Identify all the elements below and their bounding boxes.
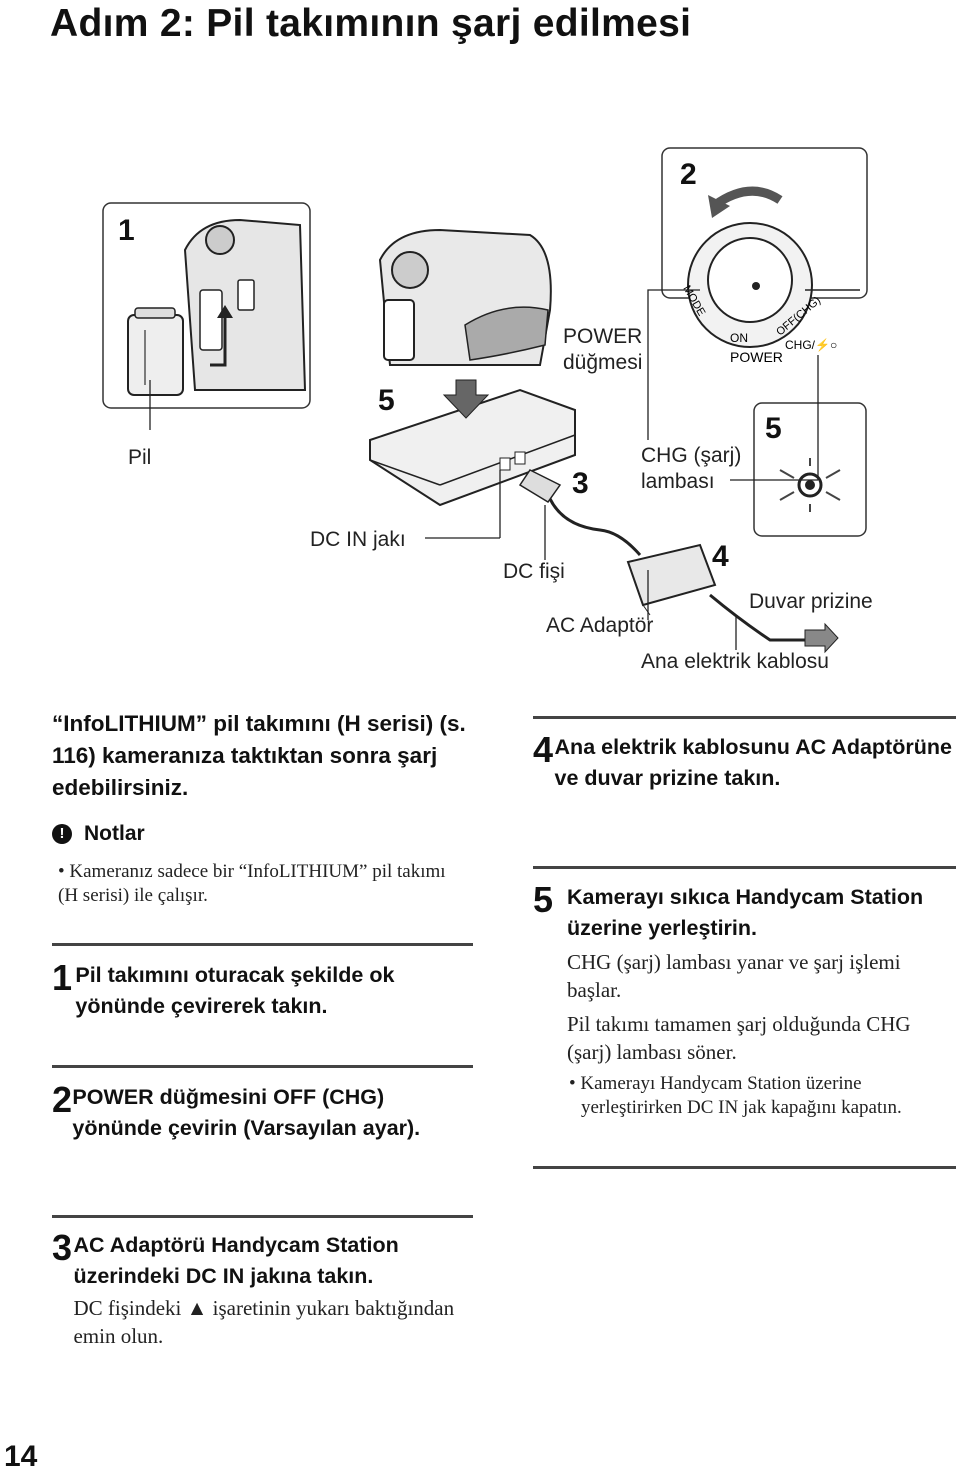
step-1-text: Pil takımını oturacak şekilde ok yönünde… (75, 963, 395, 1018)
step-5-text: Kamerayı sıkıca Handycam Station üzerine… (567, 885, 924, 940)
step-1-number: 1 (52, 957, 73, 998)
dial-on-text: ON (730, 331, 748, 345)
step-4-number: 4 (712, 540, 729, 573)
divider (533, 716, 956, 719)
power-dial-illustration (687, 186, 860, 348)
step-4-text-number: 4 (533, 729, 554, 770)
notes-heading: ! Notlar (52, 822, 145, 846)
notes-warning-icon: ! (52, 824, 72, 844)
chg-lamp-label-line2: lambası (641, 470, 715, 493)
dc-in-jack-label: DC IN jakı (310, 528, 406, 551)
step-3-text-number: 3 (52, 1227, 73, 1268)
divider (533, 1166, 956, 1169)
camera-side-illustration (183, 218, 307, 391)
step-5-detail-1: CHG (şarj) lambası yanar ve şarj işlemi … (567, 950, 901, 1002)
divider (52, 943, 473, 946)
panel-1-number: 1 (118, 214, 135, 247)
step-3-detail: DC fişindeki ▲ işaretinin yukarı baktığı… (73, 1296, 455, 1348)
power-button-label-line2: düğmesi (563, 351, 643, 374)
step-5-bullet: • Kamerayı Handycam Station üzerine yerl… (569, 1073, 902, 1118)
charging-diagram: MODE ON OFF(CHG) POWER CHG/⚡○ (102, 147, 868, 654)
battery-illustration (127, 307, 184, 396)
chg-lamp-label-line1: CHG (şarj) (641, 444, 742, 467)
battery-label: Pil (128, 446, 152, 469)
divider (52, 1065, 473, 1068)
camera-main-illustration (378, 228, 552, 366)
step-5-detail-2: Pil takımı tamamen şarj olduğunda CHG (ş… (567, 1012, 911, 1064)
dc-plug-label: DC fişi (503, 560, 565, 583)
step-2: 2 POWER düğmesini OFF (CHG) yönünde çevi… (52, 1080, 472, 1144)
step-2-number: 2 (52, 1079, 73, 1120)
divider (52, 1215, 473, 1218)
step-3-number: 3 (572, 467, 589, 500)
page-title: Adım 2: Pil takımının şarj edilmesi (50, 2, 692, 45)
step-3: 3 AC Adaptörü Handycam Station üzerindek… (52, 1228, 472, 1350)
wall-outlet-label: Duvar prizine (749, 590, 873, 613)
step-5-number: 5 (378, 384, 395, 417)
step-5-text-number: 5 (533, 879, 554, 920)
mains-cable-label: Ana elektrik kablosu (641, 650, 829, 673)
step-4-text: Ana elektrik kablosunu AC Adaptörüne ve … (554, 735, 952, 790)
panel-2-number: 2 (680, 158, 697, 191)
divider (533, 866, 956, 869)
step-5: 5 Kamerayı sıkıca Handycam Station üzeri… (533, 880, 953, 1120)
ac-adaptor-label: AC Adaptör (546, 614, 654, 637)
panel-5-number: 5 (765, 412, 782, 445)
dial-chg-text: CHG/⚡○ (785, 338, 837, 352)
page-number: 14 (4, 1440, 38, 1473)
step-2-text: POWER düğmesini OFF (CHG) yönünde çeviri… (72, 1085, 421, 1140)
notes-heading-text: Notlar (84, 822, 145, 845)
ac-adaptor-illustration (626, 543, 717, 616)
intro-text: “InfoLITHIUM” pil takımını (H serisi) (s… (52, 711, 466, 800)
dial-power-text: POWER (730, 349, 783, 365)
step-4: 4 Ana elektrik kablosunu AC Adaptörüne v… (533, 730, 953, 794)
power-button-label-line1: POWER (563, 325, 643, 348)
step-1: 1 Pil takımını oturacak şekilde ok yönün… (52, 958, 472, 1022)
handycam-station-illustration (369, 388, 576, 507)
note-item: • Kameranız sadece bir “InfoLITHIUM” pil… (58, 861, 446, 906)
step-3-text: AC Adaptörü Handycam Station üzerindeki … (73, 1233, 399, 1288)
